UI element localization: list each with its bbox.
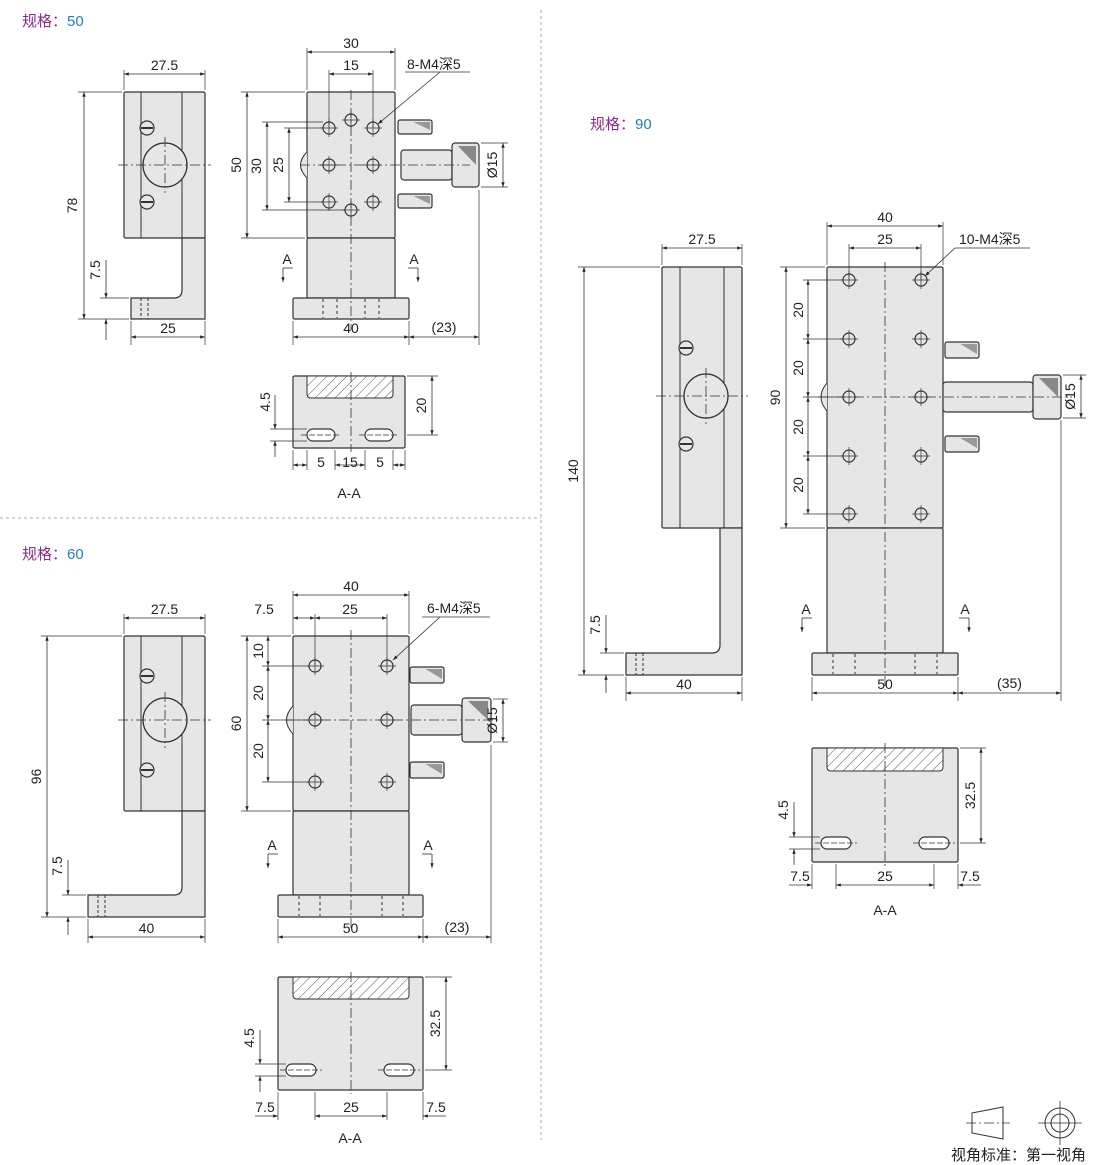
dimension-label: 10 [250, 643, 266, 659]
dimension-label: (35) [997, 675, 1022, 691]
dimension-label: 40 [676, 676, 692, 692]
dimension-label: 25 [343, 1099, 359, 1115]
dimension-label: 27.5 [151, 57, 178, 73]
dimension-label: 7.5 [87, 260, 103, 280]
dimension-label: 32.5 [962, 782, 978, 809]
dimension-label: 5 [317, 454, 325, 470]
dimension-label: 7.5 [255, 1099, 275, 1115]
dimension-label: A-A [338, 1130, 362, 1146]
dimension-label: 60 [228, 716, 244, 732]
dimension-label: 40 [343, 578, 359, 594]
dimension-label: 96 [28, 769, 44, 785]
dimension-label: 20 [790, 419, 806, 435]
dimension-label: (23) [445, 919, 470, 935]
base-plate [277, 894, 424, 918]
dimension-label: 32.5 [427, 1010, 443, 1037]
dimension-label: 20 [250, 685, 266, 701]
dimension-label: 25 [877, 231, 893, 247]
knurl-texture [1039, 378, 1058, 397]
knurl-texture [413, 122, 430, 130]
hatched-section [826, 747, 944, 772]
dimension-label: 20 [250, 743, 266, 759]
spec-value: 50 [67, 13, 84, 30]
dimension-label: 20 [790, 360, 806, 376]
knurl-texture [425, 669, 442, 679]
spec-90-title: 规格：90 [590, 113, 652, 134]
spec-50-title: 规格：50 [22, 10, 84, 31]
view-standard-label: 视角标准：第一视角 [951, 1147, 1087, 1164]
dimension-label: 7.5 [960, 868, 980, 884]
dimension-label: 20 [413, 398, 429, 414]
dimension-label: 15 [342, 454, 358, 470]
dimension-label: 27.5 [688, 231, 715, 247]
dimension-label: 25 [342, 601, 358, 617]
dimension-label: 7.5 [254, 601, 274, 617]
dimension-label: (23) [432, 319, 457, 335]
dimension-label: 27.5 [151, 601, 178, 617]
hatched-section [292, 976, 410, 1000]
dimension-label: 78 [64, 198, 80, 214]
spec-value: 90 [635, 116, 652, 133]
dimension-label: 4.5 [241, 1028, 257, 1048]
spec-label: 规格： [590, 116, 636, 133]
dimension-label: Ø15 [484, 707, 500, 734]
dimension-label: Ø15 [1062, 383, 1078, 410]
knurl-texture [425, 764, 442, 774]
hatched-section [306, 375, 394, 399]
dimension-label: 30 [343, 35, 359, 51]
dimension-label: A [409, 251, 419, 267]
dimension-label: 40 [877, 209, 893, 225]
spec-label: 规格： [22, 13, 68, 30]
leader-line [392, 616, 441, 661]
dimension-label: 5 [376, 454, 384, 470]
dimension-label: A [267, 837, 277, 853]
leader-line [924, 247, 956, 277]
dimension-label: 7.5 [790, 868, 810, 884]
dimension-label: 50 [877, 676, 893, 692]
dimension-label: 30 [248, 158, 264, 174]
knurl-texture [458, 146, 476, 165]
dimension-label: 7.5 [426, 1099, 446, 1115]
dimension-label: A [960, 601, 970, 617]
dimension-label: A-A [873, 902, 897, 918]
l-bracket-arm [130, 237, 206, 320]
dimension-label: 50 [343, 920, 359, 936]
knurl-texture [960, 344, 977, 354]
leader-line [377, 71, 441, 125]
dimension-label: 40 [343, 320, 359, 336]
dimension-label: 15 [343, 57, 359, 73]
projection-symbol-cone [971, 1106, 1004, 1140]
dimension-label: 40 [139, 920, 155, 936]
dimension-label: 7.5 [587, 615, 603, 635]
dimension-label: A [282, 251, 292, 267]
l-bracket-arm [87, 810, 206, 918]
dimension-label: 20 [790, 302, 806, 318]
l-bracket-arm [625, 527, 743, 676]
dimension-label: 7.5 [49, 856, 65, 876]
dimension-label: 90 [767, 390, 783, 406]
dimension-label: A [801, 601, 811, 617]
hole-note: 6-M4深5 [427, 600, 481, 616]
dimension-label: 140 [565, 459, 581, 483]
spec-60-title: 规格：60 [22, 543, 84, 564]
dimension-label: A [423, 837, 433, 853]
knurl-texture [413, 196, 430, 204]
spec-value: 60 [67, 546, 84, 563]
knurl-texture [468, 701, 488, 720]
dimension-label: 50 [228, 157, 244, 173]
dimension-label: A-A [337, 485, 361, 501]
dimension-label: 25 [160, 320, 176, 336]
dimension-label: 25 [877, 868, 893, 884]
dimension-label: 4.5 [775, 800, 791, 820]
dimension-label: 4.5 [257, 392, 273, 412]
hole-note: 8-M4深5 [407, 56, 461, 72]
knurl-texture [960, 438, 977, 448]
dimension-label: 20 [790, 477, 806, 493]
hole-note: 10-M4深5 [959, 231, 1021, 247]
dimension-label: Ø15 [484, 152, 500, 179]
dimension-label: 25 [270, 157, 286, 173]
spec-label: 规格： [22, 546, 68, 563]
